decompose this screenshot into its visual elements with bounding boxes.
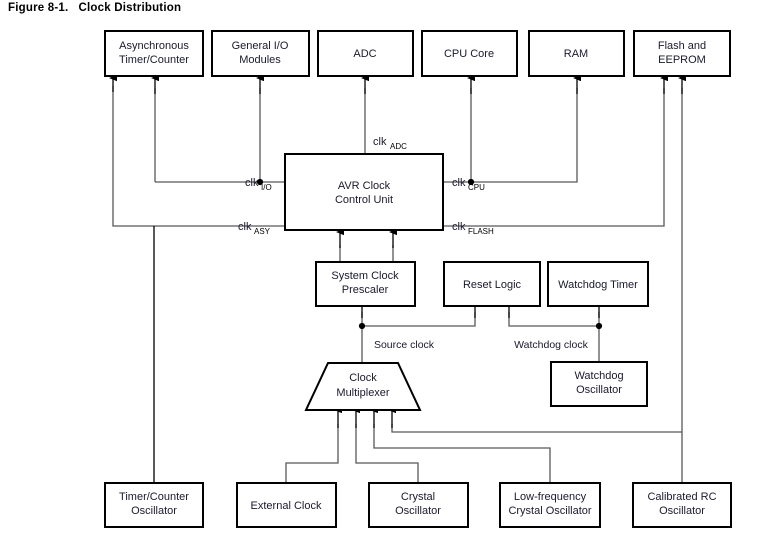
block-label-line1: Crystal [401,491,435,503]
block-label-line2: Prescaler [342,284,389,296]
block-low-frequency-crystal-oscillator[interactable]: Low-frequency Crystal Oscillator [499,482,601,528]
block-label-line1: External Clock [251,500,322,512]
clk-io-base: clk [245,177,259,189]
block-label-line1: Reset Logic [463,279,522,291]
clk-adc-base: clk [373,136,387,148]
wire-crystal-osc-to-mux [355,424,419,483]
block-label-line2: Oscillator [576,384,622,396]
block-layer: Asynchronous Timer/Counter General I/O M… [104,30,732,528]
clk-asy-subscript: ASY [254,227,271,236]
block-flash-and-eeprom[interactable]: Flash and EEPROM [633,30,731,77]
block-async-timer-counter[interactable]: Asynchronous Timer/Counter [104,30,204,77]
wire-clk-flash [443,88,665,227]
block-label-line2: Control Unit [335,194,393,206]
block-label-line1: AVR Clock [338,180,391,192]
block-label-line1: Watchdog [574,370,623,382]
block-label-line2: Timer/Counter [119,54,189,66]
block-label-line1: Calibrated RC [647,491,716,503]
block-label-line1: Low-frequency [514,491,587,503]
wire-watchdog-clock-to-reset [508,312,599,327]
wire-rc-osc-to-mux [391,424,682,433]
label-clk-asy: clk ASY [238,221,271,236]
wire-source-clock-to-reset [362,312,476,327]
block-label-line2: Crystal Oscillator [508,505,591,517]
block-label-line1: General I/O [232,40,289,52]
block-label-line1: Watchdog Timer [558,279,638,291]
label-source-clock: Source clock [374,339,435,351]
clk-asy-base: clk [238,221,252,233]
block-crystal-oscillator[interactable]: Crystal Oscillator [368,482,469,528]
block-avr-clock-control-unit[interactable]: AVR Clock Control Unit [284,153,444,231]
block-label-line2: Oscillator [659,505,705,517]
block-adc[interactable]: ADC [317,30,414,77]
wire-layer [109,74,686,483]
clk-cpu-base: clk [452,177,466,189]
wire-external-clock-to-mux [285,424,339,483]
block-label-line1: System Clock [331,270,399,282]
wire-lf-crystal-osc-to-mux [373,424,551,483]
block-label-line1: Timer/Counter [119,491,189,503]
clk-flash-subscript: FLASH [468,227,494,236]
block-label-line2: Multiplexer [336,387,390,399]
block-system-clock-prescaler[interactable]: System Clock Prescaler [315,261,416,307]
block-label-line1: Asynchronous [119,40,189,52]
junction-source-clock [358,322,366,330]
block-label-line1: RAM [564,48,588,60]
block-reset-logic[interactable]: Reset Logic [443,261,541,307]
wire-clk-cpu-to-ram [443,88,578,183]
block-label-line2: Modules [239,54,281,66]
clk-flash-base: clk [452,221,466,233]
block-general-io-modules[interactable]: General I/O Modules [211,30,310,77]
clock-label-layer: clk ADC clk I/O clk CPU clk ASY clk FLAS… [238,136,589,351]
label-clk-io: clk I/O [245,177,272,192]
clk-adc-subscript: ADC [390,142,407,151]
label-clk-cpu: clk CPU [452,177,485,192]
block-external-clock[interactable]: External Clock [236,482,337,528]
block-label-line2: Oscillator [131,505,177,517]
block-calibrated-rc-oscillator[interactable]: Calibrated RC Oscillator [632,482,732,528]
figure-title: Figure 8-1. Clock Distribution [8,2,182,14]
block-cpu-core[interactable]: CPU Core [421,30,518,77]
block-label-line2: Oscillator [395,505,441,517]
label-clk-adc: clk ADC [373,136,407,151]
block-timer-counter-oscillator[interactable]: Timer/Counter Oscillator [104,482,204,528]
block-label-line2: EEPROM [658,54,706,66]
block-clock-multiplexer[interactable]: Clock Multiplexer [304,362,422,411]
label-clk-flash: clk FLASH [452,221,494,236]
wire-clk-asy [112,86,285,227]
block-watchdog-timer[interactable]: Watchdog Timer [547,261,649,307]
block-ram[interactable]: RAM [528,30,625,77]
block-label-line1: CPU Core [444,48,494,60]
label-watchdog-clock: Watchdog clock [514,339,588,351]
block-watchdog-oscillator[interactable]: Watchdog Oscillator [550,361,648,407]
junction-clk-io [256,178,264,186]
junction-clk-cpu [467,178,475,186]
junction-watchdog-clock [595,322,603,330]
block-label-line1: Clock [349,372,377,384]
clk-cpu-subscript: CPU [468,183,485,192]
block-label-line1: Flash and [658,40,706,52]
block-label-line1: ADC [353,48,376,60]
clk-io-subscript: I/O [261,183,272,192]
